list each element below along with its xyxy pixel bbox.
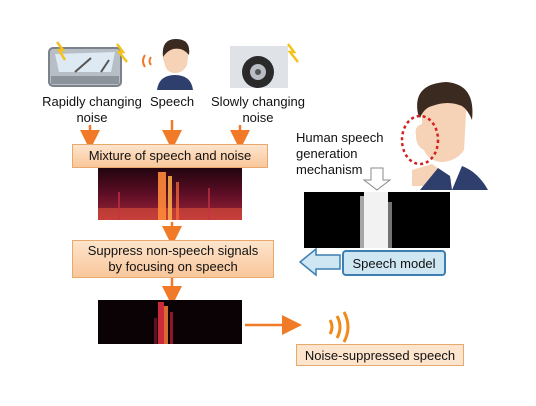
speaking-person-icon bbox=[142, 39, 193, 90]
mixture-box: Mixture of speech and noise bbox=[72, 144, 268, 168]
speech-model-box: Speech model bbox=[342, 250, 446, 276]
arrow-mechanism-down bbox=[362, 167, 392, 191]
car-windshield-rain-icon bbox=[48, 41, 128, 87]
arrow-speech-model bbox=[298, 247, 341, 277]
output-box: Noise-suppressed speech bbox=[296, 344, 464, 366]
human-mechanism-label: Human speech generation mechanism bbox=[296, 130, 384, 177]
sound-wave-icon bbox=[328, 311, 350, 343]
label-speech: Speech bbox=[149, 94, 195, 109]
output-spectrogram bbox=[98, 300, 242, 344]
clean-speech-spectrogram bbox=[304, 192, 450, 248]
mixture-spectrogram bbox=[98, 168, 242, 220]
human-head-icon bbox=[400, 82, 488, 190]
car-wheel-rain-icon bbox=[230, 43, 299, 88]
suppress-box: Suppress non-speech signals by focusing … bbox=[72, 240, 274, 278]
